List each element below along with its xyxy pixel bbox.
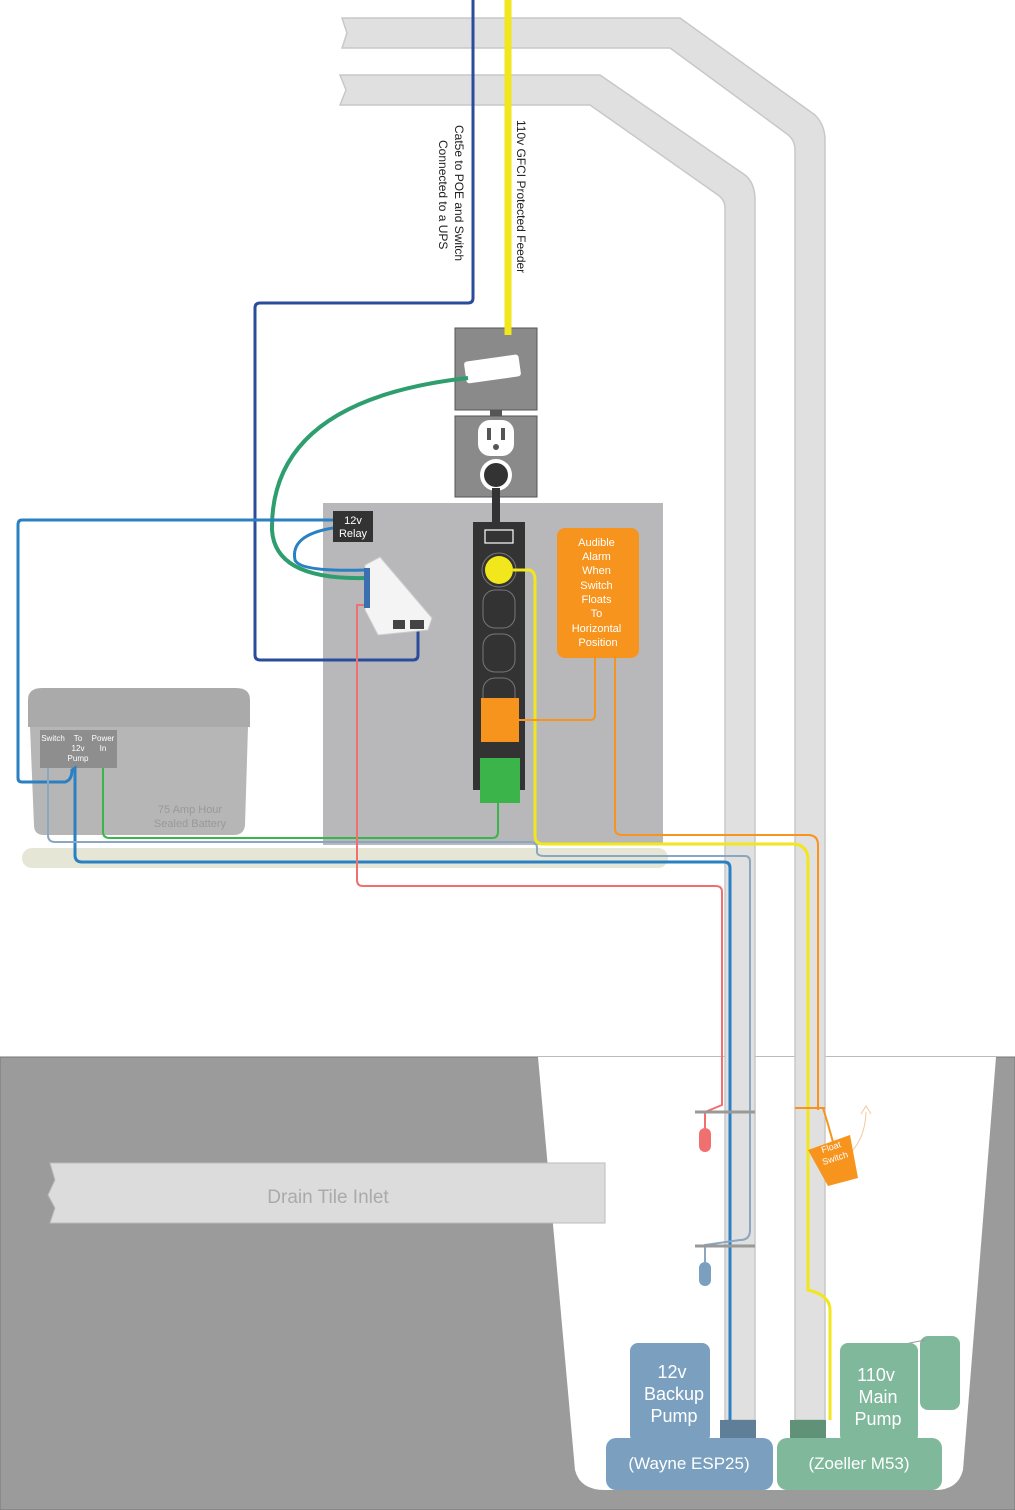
battery: Switch To 12v Pump Power In 75 Amp Hour … [28, 688, 250, 835]
shelf [22, 848, 668, 868]
alarm-line: Alarm [582, 551, 611, 563]
alarm-text: Audible Alarm When Switch Floats To Hori… [572, 537, 625, 649]
alarm-plug [485, 556, 513, 584]
main-pump-label-3: Pump [854, 1409, 901, 1429]
battery-caption-2: Sealed Battery [154, 818, 227, 830]
alarm-cable [513, 568, 832, 1420]
backup-pump-label-3: Pump [650, 1406, 697, 1426]
battery-switch-label: Switch [41, 734, 65, 743]
wires [16, 0, 872, 1435]
power-strip [473, 522, 525, 803]
drain-tile-label: Drain Tile Inlet [267, 1187, 389, 1208]
gfci-box [454, 327, 538, 416]
float-cable [519, 658, 819, 1110]
poe-sensor-device [364, 556, 433, 636]
main-pump-label-2: Main [858, 1387, 897, 1407]
alarm-line: Switch [580, 580, 612, 592]
backup-pump-label-2: Backup [644, 1384, 704, 1404]
relay-12v: 12v Relay [333, 511, 373, 542]
main-pump-model: (Zoeller M53) [808, 1454, 909, 1473]
wall-outlet [454, 415, 538, 524]
battery-caption-1: 75 Amp Hour [158, 804, 223, 816]
piggyback-float-plug [481, 698, 519, 742]
cat5e-label-1: Cat5e to POE and Switch [452, 125, 466, 261]
cat5e-cable [253, 0, 475, 662]
charger-cable [102, 768, 499, 839]
battery-to-pump-label-3: Pump [68, 754, 89, 763]
alarm-line: Floats [581, 594, 611, 606]
battery-power-in-label-2: In [100, 744, 107, 753]
poe-green-cable [269, 376, 469, 581]
alarm-line: To [591, 608, 603, 620]
main-pump: 110v Main Pump (Zoeller M53) [777, 1336, 960, 1490]
switch-cable [47, 768, 751, 1262]
audible-alarm-box [557, 528, 639, 658]
float-switch: Float Switch [808, 1135, 858, 1186]
relay-label-1: 12v [344, 515, 362, 527]
alarm-line: Position [578, 637, 617, 649]
cat5e-label-2: Connected to a UPS [436, 140, 450, 249]
relay-label-2: Relay [339, 528, 368, 540]
backup-pump: 12v Backup Pump (Wayne ESP25) [606, 1343, 773, 1490]
sensor-floats [695, 1110, 755, 1286]
discharge-pipes [338, 17, 826, 1421]
backup-pump-label-1: 12v [657, 1362, 686, 1382]
battery-power-in-label-1: Power [92, 734, 115, 743]
feeder-label: 110v GFCI Protected Feeder [514, 120, 528, 273]
main-pump-label-1: 110v [857, 1365, 895, 1385]
battery-to-pump-label-2: 12v [72, 744, 85, 753]
battery-charger-plug [480, 758, 520, 803]
alarm-line: Horizontal [572, 623, 622, 635]
backup-pump-model: (Wayne ESP25) [628, 1454, 749, 1473]
battery-to-pump-label-1: To [74, 734, 83, 743]
alarm-line: When [582, 565, 611, 577]
drain-tile-inlet: Drain Tile Inlet [47, 1162, 606, 1224]
relay-sensor-cable [356, 604, 723, 1128]
alarm-line: Audible [578, 537, 615, 549]
pump-power-cable [16, 518, 732, 1435]
